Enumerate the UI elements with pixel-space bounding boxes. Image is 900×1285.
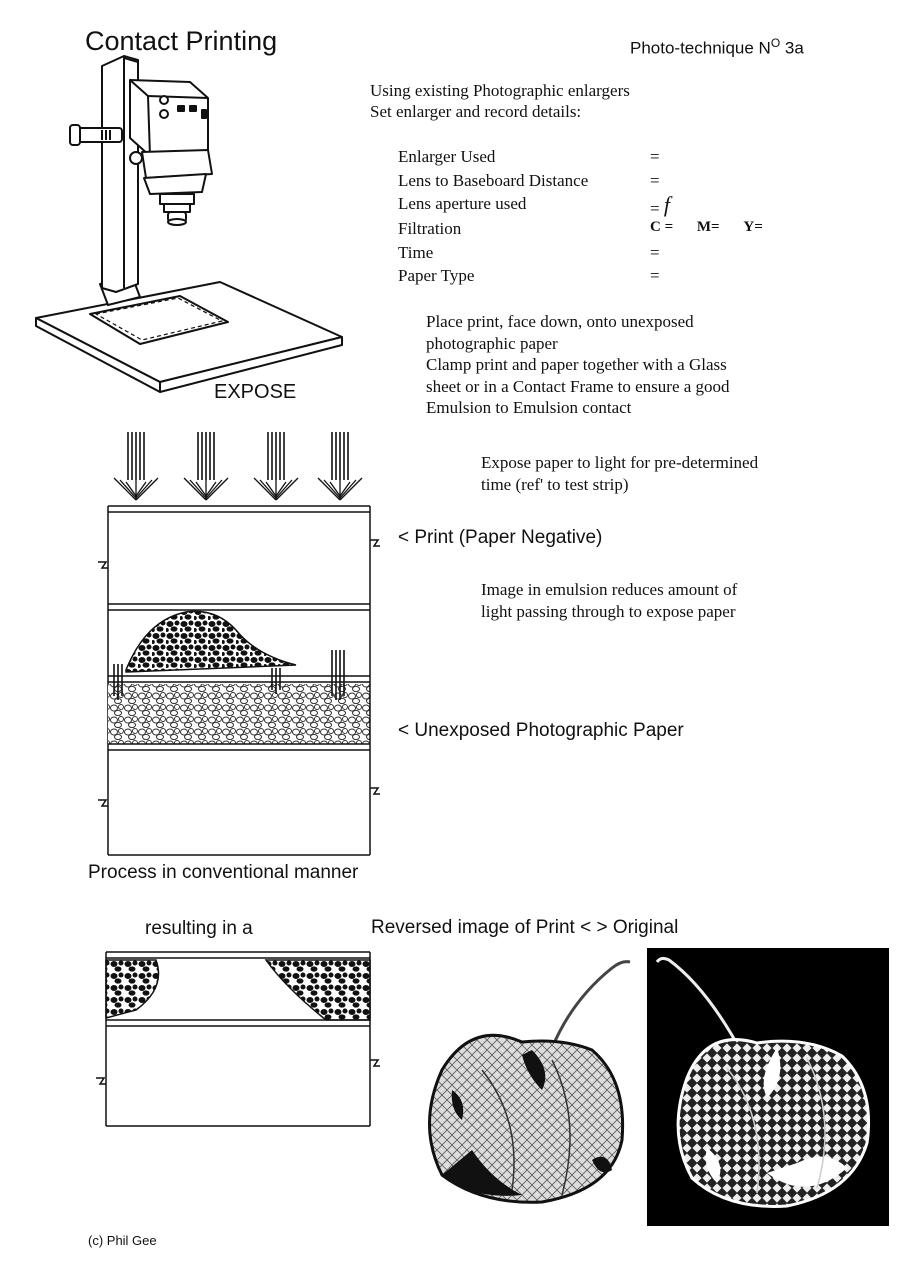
detail-row-paper-type: Paper Type =: [398, 266, 818, 290]
detail-row-time: Time =: [398, 243, 818, 267]
expose-ref: (ref' to test strip): [511, 475, 628, 494]
cross-section-diagram: [96, 500, 386, 860]
detail-value: =: [650, 266, 660, 286]
place-line: Emulsion to Emulsion contact: [426, 397, 846, 419]
filter-c: C =: [650, 219, 673, 236]
detail-value: =: [650, 171, 660, 191]
light-arrow-icon: [318, 432, 362, 500]
filter-y: Y=: [743, 219, 762, 236]
print-label: < Print (Paper Negative): [398, 527, 602, 549]
intro-line-2: Set enlarger and record details:: [370, 101, 630, 122]
detail-value: = f: [650, 194, 670, 220]
image-explanation: Image in emulsion reduces amount of ligh…: [481, 579, 851, 623]
lantern-negative-image: [412, 950, 640, 1210]
aperture-equals: =: [650, 199, 660, 218]
detail-row-aperture: Lens aperture used = f: [398, 194, 818, 219]
expose-line-1: Expose paper to light for pre-determined: [481, 452, 861, 474]
detail-label: Paper Type: [398, 266, 474, 286]
place-line: sheet or in a Contact Frame to ensure a …: [426, 376, 846, 398]
detail-label: Enlarger Used: [398, 147, 495, 167]
light-arrow-icon: [184, 432, 228, 500]
expose-time: time: [481, 475, 511, 494]
f-stop-symbol: f: [664, 192, 670, 217]
light-arrows: [100, 432, 390, 504]
detail-label: Filtration: [398, 219, 461, 239]
technique-prefix: Photo-technique N: [630, 39, 771, 58]
detail-row-filtration: Filtration C = M= Y=: [398, 219, 818, 243]
light-arrow-icon: [114, 432, 158, 500]
technique-sup: O: [771, 36, 780, 50]
expose-instructions: Expose paper to light for pre-determined…: [481, 452, 861, 496]
intro-text: Using existing Photographic enlargers Se…: [370, 80, 630, 122]
filter-m: M=: [697, 219, 720, 236]
lantern-original-image: [647, 948, 889, 1226]
detail-label: Time: [398, 243, 433, 263]
detail-row-enlarger: Enlarger Used =: [398, 147, 818, 171]
filtration-values: C = M= Y=: [650, 219, 783, 236]
image-line: Image in emulsion reduces amount of: [481, 579, 851, 601]
enlarger-icon: [30, 52, 360, 392]
technique-number: Photo-technique NO 3a: [630, 36, 804, 59]
detail-value: =: [650, 147, 660, 167]
reversed-label: Reversed image of Print < > Original: [371, 917, 678, 939]
detail-label: Lens to Baseboard Distance: [398, 171, 588, 191]
detail-value: =: [650, 243, 660, 263]
resulting-label: resulting in a: [145, 918, 253, 940]
copyright: (c) Phil Gee: [88, 1233, 157, 1248]
place-line: Place print, face down, onto unexposed: [426, 311, 846, 333]
process-label: Process in conventional manner: [88, 862, 358, 884]
detail-label: Lens aperture used: [398, 194, 526, 214]
unexposed-label: < Unexposed Photographic Paper: [398, 720, 684, 742]
light-arrow-icon: [254, 432, 298, 500]
place-line: Clamp print and paper together with a Gl…: [426, 354, 846, 376]
technique-suffix: 3a: [780, 39, 804, 58]
expose-label: EXPOSE: [214, 381, 296, 404]
intro-line-1: Using existing Photographic enlargers: [370, 80, 630, 101]
details-list: Enlarger Used = Lens to Baseboard Distan…: [398, 147, 818, 290]
detail-row-distance: Lens to Baseboard Distance =: [398, 171, 818, 195]
image-line: light passing through to expose paper: [481, 601, 851, 623]
result-diagram: [96, 948, 386, 1133]
placement-instructions: Place print, face down, onto unexposed p…: [426, 311, 846, 419]
place-line: photographic paper: [426, 333, 846, 355]
expose-line-2: time (ref' to test strip): [481, 474, 861, 496]
